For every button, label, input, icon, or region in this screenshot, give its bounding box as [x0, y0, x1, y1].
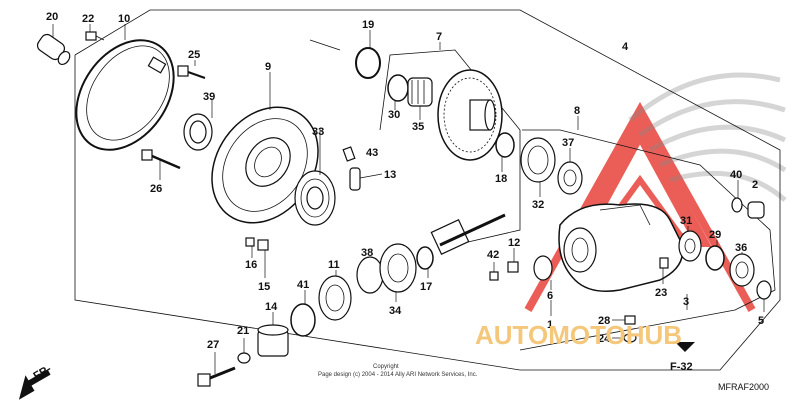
- part-1-gear-case: [558, 203, 684, 292]
- leader-lines: [52, 24, 765, 374]
- part-12-nut: [507, 261, 519, 273]
- front-arrow-label: FR-: [32, 363, 54, 383]
- callout-40: 40: [730, 169, 742, 181]
- callout-6: 6: [547, 290, 553, 302]
- part-30-shim: [387, 74, 409, 102]
- part-37-seal: [557, 161, 583, 195]
- callout-43: 43: [366, 147, 378, 159]
- part-33-bearing: [294, 170, 336, 226]
- part-41-oring: [290, 303, 316, 337]
- arrow-icon: [18, 369, 51, 400]
- pinion-gear: [430, 213, 506, 256]
- callout-35: 35: [412, 121, 424, 133]
- part-14-joint: [257, 324, 289, 357]
- part-31-bearing: [678, 230, 702, 262]
- part-40-clip: [731, 197, 743, 213]
- callout-20: 20: [46, 11, 58, 23]
- part-11-nut: [318, 275, 352, 321]
- assembly-boundary: [74, 9, 781, 371]
- part-29-seal: [705, 245, 725, 271]
- part-27-bolt: [197, 366, 236, 387]
- callout-37: 37: [562, 137, 574, 149]
- part-18-shim: [495, 132, 515, 158]
- callout-30: 30: [388, 109, 400, 121]
- callout-38: 38: [361, 247, 373, 259]
- callout-36: 36: [735, 242, 747, 254]
- callout-34: 34: [389, 305, 402, 317]
- callout-11: 11: [328, 259, 340, 271]
- callout-26: 26: [150, 183, 162, 195]
- part-15-plug: [257, 239, 269, 251]
- callout-29: 29: [709, 229, 721, 241]
- callout-21: 21: [237, 325, 249, 337]
- front-arrow: FR-: [18, 363, 54, 400]
- callout-13: 13: [384, 169, 396, 181]
- subassembly-8-box: [519, 129, 776, 351]
- copyright-line1: Copyright: [373, 364, 399, 370]
- callout-7: 7: [436, 31, 442, 43]
- part-17-shim: [416, 246, 434, 270]
- part-2-cap: [747, 201, 765, 219]
- callout-15: 15: [258, 281, 270, 293]
- diagram-code: MFRAF2000: [718, 382, 769, 392]
- callout-12: 12: [508, 237, 520, 249]
- part-43-pin: [342, 146, 356, 162]
- callout-3: 3: [683, 296, 689, 308]
- callout-labels: 20 22 10 19 7 4 25 9 39 33 30 35 8 37 43…: [46, 11, 764, 351]
- part-36-bearing: [729, 253, 755, 287]
- part-32-bearing: [520, 137, 556, 183]
- callout-2: 2: [752, 179, 758, 191]
- callout-5: 5: [758, 315, 764, 327]
- callout-18: 18: [495, 173, 507, 185]
- callout-1: 1: [547, 319, 553, 331]
- callout-14: 14: [265, 301, 278, 313]
- callout-24: 24: [598, 333, 611, 345]
- part-39-seal: [183, 113, 213, 151]
- ref-arrow-icon: [675, 342, 695, 352]
- part-5-cap: [756, 280, 772, 300]
- part-42-bolt: [489, 271, 499, 281]
- copyright-line2: Page design (c) 2004 - 2014 Ally ARI Net…: [318, 372, 478, 378]
- part-6-seal: [533, 255, 553, 281]
- callout-32: 32: [532, 199, 544, 211]
- part-26-bolt: [141, 149, 181, 170]
- part-25-bolt: [177, 65, 206, 79]
- callout-10: 10: [118, 13, 130, 25]
- watermark-brand: AUTOMOTOHUB: [475, 320, 682, 350]
- callout-33: 33: [312, 126, 324, 138]
- boundary-tick: [309, 39, 341, 51]
- part-20-sleeve: [36, 33, 71, 66]
- callout-25: 25: [188, 49, 200, 61]
- part-7-ring-gear: [437, 69, 503, 161]
- part-21-washer: [237, 352, 251, 364]
- callout-31: 31: [680, 215, 692, 227]
- callout-8: 8: [574, 105, 580, 117]
- callout-39: 39: [203, 91, 215, 103]
- part-13-breather: [349, 167, 383, 191]
- part-23-bolt: [659, 257, 669, 269]
- ref-f32: F-32: [670, 342, 695, 373]
- callout-41: 41: [297, 279, 309, 291]
- callout-22: 22: [82, 13, 94, 25]
- callout-23: 23: [655, 287, 667, 299]
- callout-27: 27: [207, 339, 219, 351]
- part-9-cover: [211, 106, 319, 224]
- part-34-bearing: [379, 243, 417, 293]
- part-19-circlip: [355, 47, 381, 79]
- callout-28: 28: [598, 315, 610, 327]
- part-10-guard: [75, 39, 175, 151]
- callout-16: 16: [245, 259, 257, 271]
- part-22-bolt: [85, 31, 105, 41]
- part-16-bolt: [245, 237, 255, 247]
- part-35-bearing: [407, 77, 433, 107]
- callout-4: 4: [622, 41, 629, 53]
- ref-label: F-32: [670, 361, 693, 373]
- part-38-collar: [356, 256, 384, 294]
- callout-17: 17: [420, 281, 432, 293]
- callout-9: 9: [265, 61, 271, 73]
- callout-42: 42: [487, 249, 499, 261]
- callout-19: 19: [362, 19, 374, 31]
